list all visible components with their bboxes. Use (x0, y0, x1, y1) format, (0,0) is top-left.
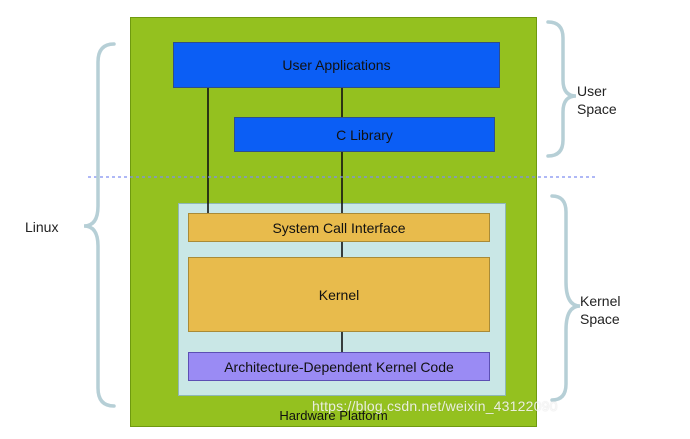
kernel-space-label-line2: Space (580, 311, 620, 327)
system-call-interface-box: System Call Interface (188, 213, 490, 242)
system-call-interface-label: System Call Interface (272, 219, 406, 236)
arch-dependent-code-box: Architecture-Dependent Kernel Code (188, 352, 490, 381)
user-applications-box: User Applications (173, 42, 500, 88)
c-library-label: C Library (336, 126, 393, 143)
watermark-text: https://blog.csdn.net/weixin_43122090 (312, 398, 558, 414)
kernel-box: Kernel (188, 257, 490, 332)
user-space-label-line1: User (577, 83, 607, 99)
user-space-brace (546, 20, 577, 158)
user-space-label-line2: Space (577, 101, 617, 117)
arch-dependent-code-label: Architecture-Dependent Kernel Code (224, 358, 454, 375)
user-applications-label: User Applications (282, 57, 391, 73)
kernel-space-brace (550, 194, 581, 402)
linux-brace (83, 42, 116, 408)
linux-label: Linux (25, 219, 59, 235)
c-library-box: C Library (234, 117, 495, 152)
kernel-space-label: Kernel Space (580, 292, 620, 328)
user-space-label: User Space (577, 82, 617, 118)
hardware-platform-label: Hardware Platform (279, 408, 388, 423)
kernel-space-label-line1: Kernel (580, 293, 621, 309)
kernel-label: Kernel (318, 286, 360, 303)
